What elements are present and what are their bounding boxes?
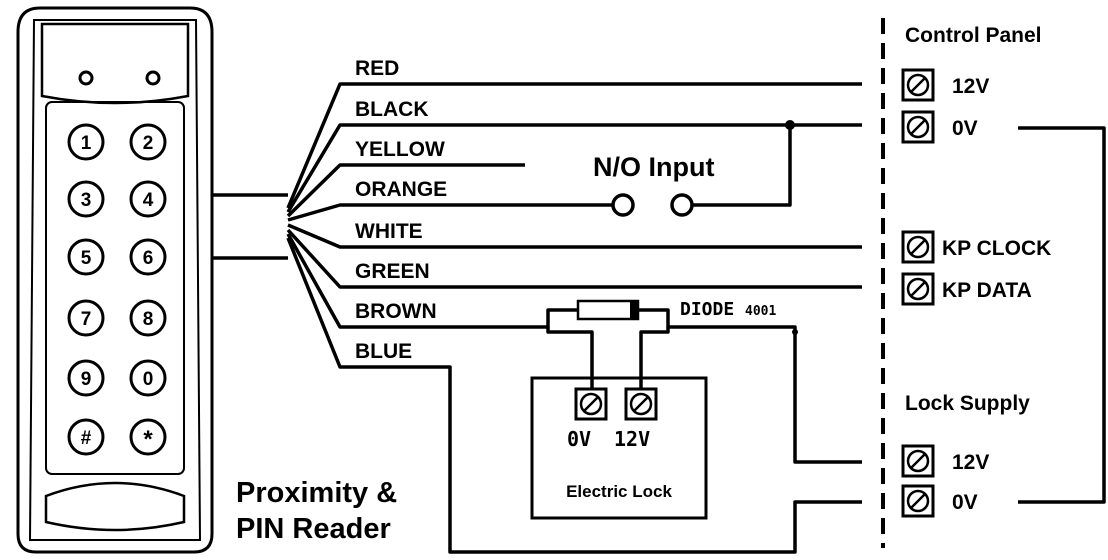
lock-terminal-0v: 0V <box>567 427 591 451</box>
key-label: 1 <box>81 133 92 154</box>
wire-label-yellow: YELLOW <box>355 138 445 161</box>
cp-terminal-label: KP CLOCK <box>942 237 1051 260</box>
wire-red <box>286 82 862 209</box>
key-5[interactable]: 5 <box>67 238 105 276</box>
key-label: 3 <box>81 190 92 211</box>
key-label: 2 <box>143 133 154 154</box>
cable <box>212 193 288 260</box>
wire-label-white: WHITE <box>355 220 423 243</box>
wire-orange <box>287 203 612 222</box>
lock-supply-title: Lock Supply <box>905 392 1030 415</box>
key-label: 4 <box>143 190 154 211</box>
key-8[interactable]: 8 <box>129 299 167 337</box>
screw-terminal-icon <box>901 68 935 102</box>
key-label: 7 <box>81 309 92 330</box>
wires <box>286 82 862 554</box>
screw-terminal-icon <box>901 444 935 478</box>
cp-terminal-0v: 0V <box>901 110 978 144</box>
wire-label-brown: BROWN <box>355 300 437 323</box>
key-label: 0 <box>143 369 154 390</box>
junction-dot <box>792 329 798 335</box>
cp-terminal-12v: 12V <box>901 68 989 102</box>
wire-label-black: BLACK <box>355 98 429 121</box>
wire-label-blue: BLUE <box>355 340 412 363</box>
wire-label-red: RED <box>355 57 399 80</box>
wire-label-green: GREEN <box>355 260 430 283</box>
key-label: * <box>143 426 153 453</box>
key-0[interactable]: 0 <box>129 359 167 397</box>
wire-green <box>286 228 862 289</box>
key-label: 9 <box>81 369 92 390</box>
ls-terminal-0v: 0V <box>901 484 978 518</box>
electric-lock <box>530 376 708 520</box>
ls-terminal-label: 12V <box>952 451 989 474</box>
diode-label: DIODE 4001 <box>680 299 777 320</box>
reader-led-left <box>78 70 94 86</box>
cp-terminal-label: KP DATA <box>942 279 1032 302</box>
key-3[interactable]: 3 <box>67 180 105 218</box>
key-4[interactable]: 4 <box>129 180 167 218</box>
key-label: 8 <box>143 309 154 330</box>
screw-terminal-icon <box>901 230 935 264</box>
common-ground-link <box>1018 126 1106 504</box>
reader-led-right <box>145 70 161 86</box>
cp-terminal-kp-data: KP DATA <box>901 272 1032 306</box>
screw-terminal-icon <box>624 387 658 421</box>
ls-terminal-label: 0V <box>952 491 978 514</box>
key-label: # <box>81 428 92 449</box>
key-hash[interactable]: # <box>67 418 105 456</box>
wire-black <box>286 123 862 213</box>
cp-terminal-label: 12V <box>952 75 989 98</box>
cp-terminal-label: 0V <box>952 117 978 140</box>
wire-label-orange: ORANGE <box>355 178 447 201</box>
key-7[interactable]: 7 <box>67 299 105 337</box>
key-1[interactable]: 1 <box>67 123 105 161</box>
wire-white <box>287 223 862 249</box>
key-9[interactable]: 9 <box>67 359 105 397</box>
switch-label: N/O Input <box>593 152 714 182</box>
screw-terminal-icon <box>901 110 935 144</box>
screw-terminal-icon <box>901 484 935 518</box>
screw-terminal-icon <box>574 387 608 421</box>
no-input-switch <box>611 120 795 217</box>
cp-terminal-kp-clock: KP CLOCK <box>901 230 1051 264</box>
lock-terminal-12v: 12V <box>614 427 650 451</box>
key-6[interactable]: 6 <box>129 238 167 276</box>
reader-title-line1: Proximity & <box>236 477 397 509</box>
wire-yellow <box>286 163 525 218</box>
control-panel-title: Control Panel <box>905 24 1042 47</box>
keypad: 1 2 3 4 5 6 7 8 9 0 # * <box>67 123 167 456</box>
junction-dot <box>785 120 795 130</box>
reader-title-line2: PIN Reader <box>236 513 391 545</box>
screw-terminal-icon <box>901 272 935 306</box>
diode <box>576 299 862 464</box>
key-label: 5 <box>81 248 92 269</box>
key-2[interactable]: 2 <box>129 123 167 161</box>
key-star[interactable]: * <box>129 418 167 456</box>
reader-body <box>16 6 214 554</box>
ls-terminal-12v: 12V <box>901 444 989 478</box>
electric-lock-title: Electric Lock <box>566 482 672 501</box>
wire-blue <box>286 237 862 554</box>
key-label: 6 <box>143 248 154 269</box>
